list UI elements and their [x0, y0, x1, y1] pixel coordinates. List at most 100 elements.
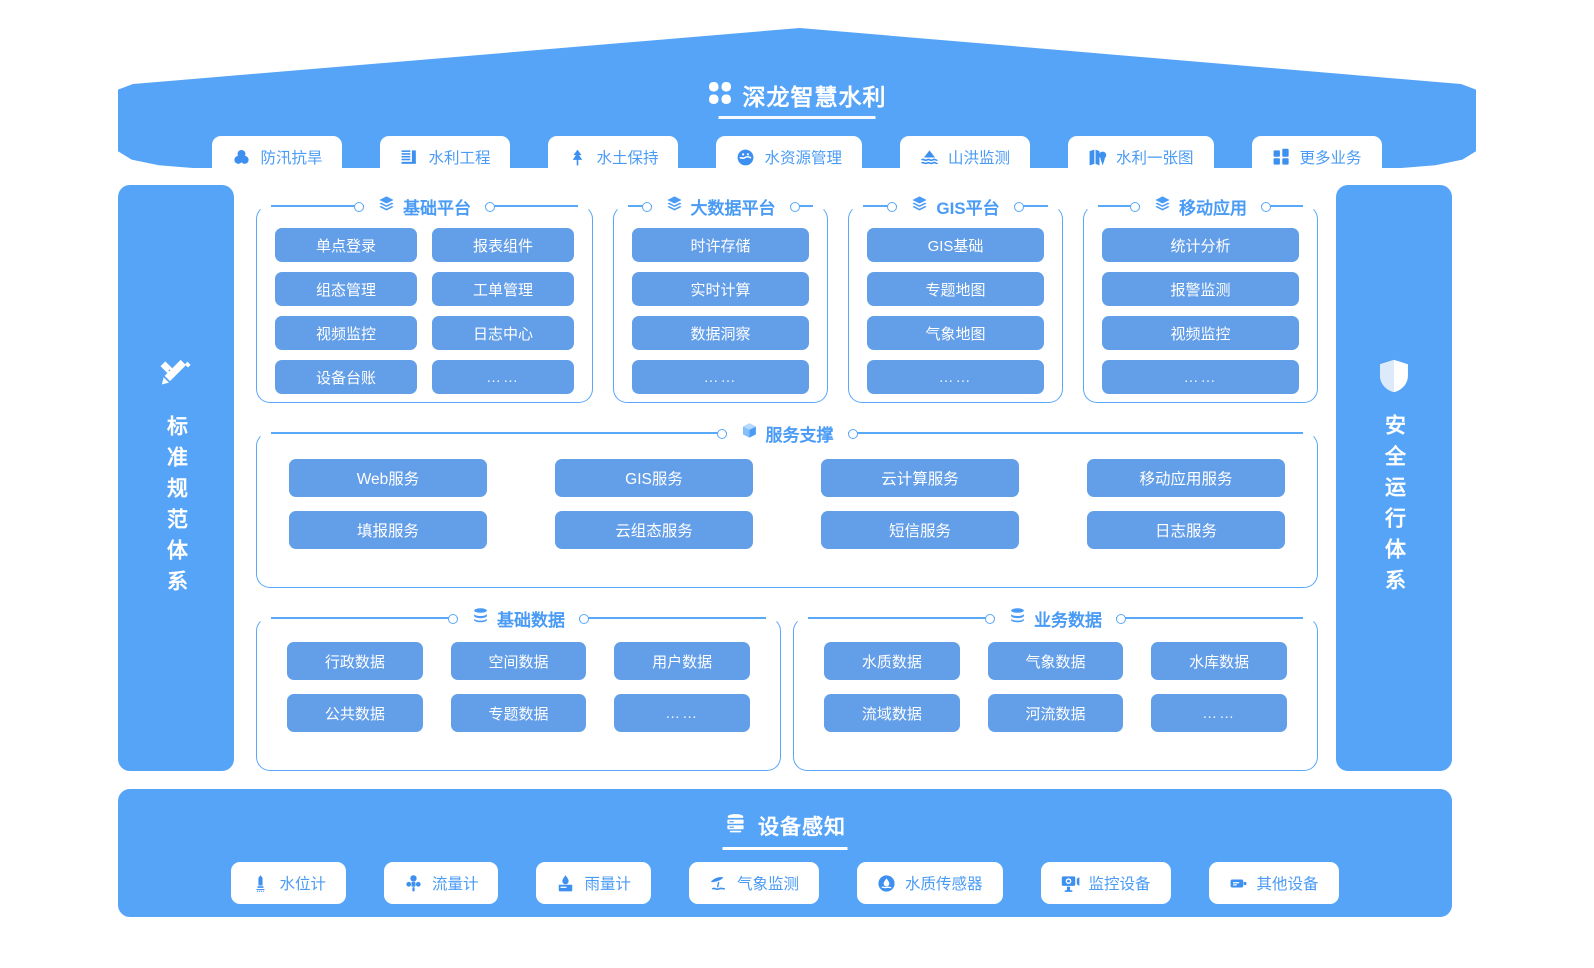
tile[interactable]: 空间数据	[450, 642, 587, 680]
tile[interactable]: 河流数据	[987, 694, 1124, 732]
footer-button-other-device[interactable]: 其他设备	[1208, 862, 1339, 904]
header-banner: 深龙智慧水利 防汛抗旱 水	[118, 28, 1476, 178]
card-body: 单点登录 报表组件 组态管理 工单管理 视频监控 日志中心 设备台账 ……	[257, 206, 592, 412]
tile-more[interactable]: ……	[432, 360, 574, 394]
footer-button-weather-monitor[interactable]: 气象监测	[688, 862, 819, 904]
map-icon	[1088, 148, 1107, 167]
weather-monitor-icon	[709, 874, 728, 893]
card-body: 时许存储 实时计算 数据洞察 ……	[614, 206, 827, 412]
tile[interactable]: 报表组件	[432, 228, 574, 262]
tile[interactable]: 云计算服务	[821, 459, 1019, 497]
water-level-gauge-icon	[251, 874, 270, 893]
camera-icon	[1061, 874, 1080, 893]
header-button-mountain-flood[interactable]: 山洪监测	[900, 136, 1031, 178]
tile[interactable]: 实时计算	[632, 272, 809, 306]
water-quality-sensor-icon	[877, 874, 896, 893]
tile[interactable]: GIS服务	[555, 459, 753, 497]
tile[interactable]: 视频监控	[1102, 316, 1299, 350]
tile[interactable]: 数据洞察	[632, 316, 809, 350]
tile[interactable]: 云组态服务	[555, 511, 753, 549]
footer-banner: 设备感知 水位计	[118, 789, 1452, 917]
water-engineering-icon	[400, 148, 419, 167]
card-body: Web服务 GIS服务 云计算服务 移动应用服务 填报服务 云组态服务 短信服务…	[257, 433, 1317, 571]
card-body: 行政数据 空间数据 用户数据 公共数据 专题数据 ……	[257, 618, 780, 752]
footer-button-water-quality-sensor[interactable]: 水质传感器	[857, 862, 1003, 904]
tile[interactable]: 单点登录	[275, 228, 417, 262]
header-button-label: 山洪监测	[948, 150, 1011, 167]
mountain-flood-icon	[920, 148, 939, 167]
tile[interactable]: 专题地图	[867, 272, 1044, 306]
flow-meter-icon	[404, 874, 423, 893]
header-button-more[interactable]: 更多业务	[1251, 136, 1382, 178]
card-bigdata-platform: 大数据平台 时许存储 实时计算 数据洞察 ……	[613, 193, 828, 403]
tile[interactable]: 视频监控	[275, 316, 417, 350]
footer-button-label: 雨量计	[584, 876, 631, 893]
tile[interactable]: 气象地图	[867, 316, 1044, 350]
footer-title-group: 设备感知	[118, 811, 1452, 841]
tile[interactable]: 流域数据	[824, 694, 960, 732]
card-business-data: 业务数据 水质数据 气象数据 水库数据 流域数据 河流数据 ……	[793, 605, 1318, 771]
header-button-label: 水资源管理	[764, 150, 842, 167]
tile[interactable]: 水库数据	[1151, 642, 1287, 680]
footer-button-row: 水位计 流量计	[118, 862, 1452, 904]
tile[interactable]: 填报服务	[289, 511, 487, 549]
tile[interactable]: 时许存储	[632, 228, 809, 262]
footer-button-rain-gauge[interactable]: 雨量计	[536, 862, 651, 904]
tile-more[interactable]: ……	[614, 694, 750, 732]
header-button-label: 水利工程	[428, 150, 491, 167]
left-panel-standards: 标准规范体系	[118, 185, 234, 771]
tile[interactable]: 行政数据	[287, 642, 423, 680]
tile-grid: 单点登录 报表组件 组态管理 工单管理 视频监控 日志中心 设备台账 ……	[275, 228, 574, 394]
header-button-water-map[interactable]: 水利一张图	[1068, 136, 1214, 178]
tile[interactable]: 组态管理	[275, 272, 417, 306]
water-resource-icon	[736, 148, 755, 167]
tile[interactable]: 统计分析	[1102, 228, 1299, 262]
footer-button-flow-meter[interactable]: 流量计	[383, 862, 499, 904]
footer-button-camera[interactable]: 监控设备	[1040, 862, 1171, 904]
tile-more[interactable]: ……	[1151, 694, 1287, 732]
header-button-label: 防汛抗旱	[260, 150, 323, 167]
header-button-flood-control[interactable]: 防汛抗旱	[212, 136, 343, 178]
tile[interactable]: 水质数据	[824, 642, 960, 680]
flood-control-icon	[232, 148, 251, 167]
rain-gauge-icon	[556, 874, 575, 893]
tile[interactable]: 公共数据	[287, 694, 423, 732]
tile[interactable]: 工单管理	[432, 272, 574, 306]
tile-grid: Web服务 GIS服务 云计算服务 移动应用服务 填报服务 云组态服务 短信服务…	[289, 459, 1285, 549]
title-underline	[718, 116, 876, 119]
left-panel-label: 标准规范体系	[164, 414, 188, 601]
other-device-icon	[1229, 874, 1248, 893]
tile[interactable]: 短信服务	[821, 511, 1019, 549]
tile-grid: 行政数据 空间数据 用户数据 公共数据 专题数据 ……	[287, 642, 750, 732]
tile[interactable]: 用户数据	[614, 642, 750, 680]
footer-button-label: 水质传感器	[905, 876, 983, 893]
tile[interactable]: 专题数据	[450, 694, 587, 732]
tile-more[interactable]: ……	[632, 360, 809, 394]
tile[interactable]: 报警监测	[1102, 272, 1299, 306]
tile-grid: GIS基础 专题地图 气象地图 ……	[867, 228, 1044, 394]
tile[interactable]: 日志中心	[432, 316, 574, 350]
shield-icon	[1375, 357, 1413, 400]
footer-button-water-level-gauge[interactable]: 水位计	[231, 862, 346, 904]
tile-more[interactable]: ……	[867, 360, 1044, 394]
tile[interactable]: GIS基础	[867, 228, 1044, 262]
tile[interactable]: 日志服务	[1087, 511, 1285, 549]
footer-button-label: 水位计	[279, 876, 326, 893]
footer-button-label: 流量计	[431, 876, 479, 893]
tile[interactable]: 移动应用服务	[1087, 459, 1285, 497]
header-button-water-engineering[interactable]: 水利工程	[380, 136, 511, 178]
header-button-label: 水土保持	[596, 150, 659, 167]
tile-grid: 水质数据 气象数据 水库数据 流域数据 河流数据 ……	[824, 642, 1287, 732]
card-basic-data: 基础数据 行政数据 空间数据 用户数据 公共数据 专题数据 ……	[256, 605, 781, 771]
tile[interactable]: 气象数据	[987, 642, 1124, 680]
tile-more[interactable]: ……	[1102, 360, 1299, 394]
page-title: 深龙智慧水利	[742, 84, 887, 110]
tile[interactable]: 设备台账	[275, 360, 417, 394]
header-button-water-resource[interactable]: 水资源管理	[716, 136, 862, 178]
tile[interactable]: Web服务	[289, 459, 487, 497]
header-button-soil-conservation[interactable]: 水土保持	[548, 136, 679, 178]
four-petal-logo-icon	[708, 81, 732, 110]
footer-button-label: 监控设备	[1088, 876, 1151, 893]
footer-title-underline	[722, 847, 848, 850]
right-panel-label: 安全运行体系	[1382, 413, 1406, 600]
